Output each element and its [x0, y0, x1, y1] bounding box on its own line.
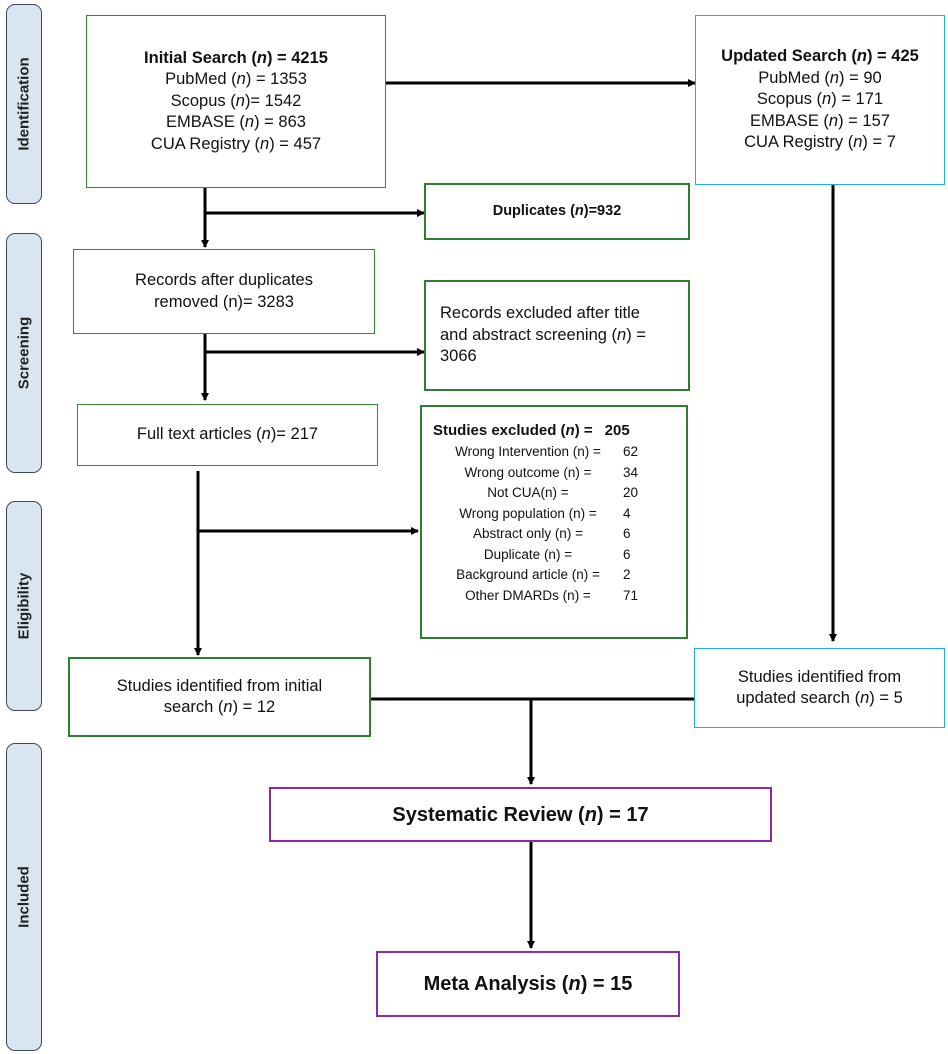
initial-search-item: CUA Registry (n) = 457 [150, 134, 322, 153]
full-text-text: Full text articles (n)= 217 [136, 425, 319, 444]
meta-analysis-box: Meta Analysis (n) = 15 [376, 951, 680, 1017]
identified-initial-line: search (n) = 12 [163, 698, 276, 716]
records-excluded-line: Records excluded after title [440, 304, 640, 323]
records-excluded-line: 3066 [440, 347, 477, 366]
identified-updated-box: Studies identified from updated search (… [694, 648, 945, 728]
initial-search-item: PubMed (n) = 1353 [165, 70, 307, 89]
stage-label: Eligibility [15, 572, 33, 640]
studies-excluded-box: Studies excluded (n) = 205 Wrong Interve… [420, 405, 688, 639]
duplicates-text: Duplicates (n)=932 [492, 203, 622, 220]
exclusion-reason: Background article (n) =2 [456, 567, 631, 582]
identified-initial-box: Studies identified from initial search (… [68, 657, 371, 737]
initial-search-item: Scopus (n)= 1542 [170, 91, 302, 110]
systematic-review-text: Systematic Review (n) = 17 [392, 803, 649, 826]
records-excluded-line: and abstract screening (n) = [440, 325, 646, 344]
exclusion-reason: Other DMARDs (n) =71 [465, 587, 639, 603]
stage-identification: Identification [6, 4, 42, 204]
updated-search-item: EMBASE (n) = 157 [750, 111, 890, 130]
exclusion-reason: Wrong Intervention (n) =62 [455, 444, 639, 459]
systematic-review-box: Systematic Review (n) = 17 [269, 787, 772, 842]
updated-search-title: Updated Search (n) = 425 [721, 47, 919, 66]
updated-search-item: PubMed (n) = 90 [758, 68, 882, 87]
updated-search-box: Updated Search (n) = 425 PubMed (n) = 90… [695, 15, 945, 185]
records-after-duplicates-line: Records after duplicates [135, 271, 313, 290]
stage-screening: Screening [6, 233, 42, 473]
initial-search-item: EMBASE (n) = 863 [166, 113, 306, 132]
stage-label: Screening [15, 316, 33, 390]
stage-label: Included [15, 866, 33, 928]
meta-analysis-text: Meta Analysis (n) = 15 [423, 973, 633, 995]
identified-updated-line: Studies identified from [737, 667, 902, 686]
exclusion-reason: Duplicate (n) =6 [483, 546, 631, 562]
updated-search-item: CUA Registry (n) = 7 [744, 133, 896, 152]
records-after-duplicates-box: Records after duplicates removed (n)= 32… [73, 249, 375, 334]
exclusion-reason: Wrong population (n) =4 [459, 505, 631, 521]
records-after-duplicates-line: removed (n)= 3283 [154, 292, 294, 311]
exclusion-reason: Wrong outcome (n) =34 [464, 464, 639, 480]
full-text-box: Full text articles (n)= 217 [77, 404, 378, 466]
identified-initial-line: Studies identified from initial [116, 676, 323, 695]
studies-excluded-title: Studies excluded (n) = 205 [433, 422, 630, 439]
duplicates-box: Duplicates (n)=932 [424, 183, 690, 240]
initial-search-box: Initial Search (n) = 4215 PubMed (n) = 1… [86, 15, 386, 188]
stage-included: Included [6, 743, 42, 1051]
exclusion-reason: Not CUA(n) =20 [487, 485, 639, 500]
stage-label: Identification [15, 57, 33, 151]
exclusion-reason: Abstract only (n) =6 [473, 526, 631, 541]
initial-search-title: Initial Search (n) = 4215 [144, 48, 328, 67]
records-excluded-title-box: Records excluded after title and abstrac… [424, 280, 690, 391]
identified-updated-line: updated search (n) = 5 [736, 689, 903, 707]
updated-search-item: Scopus (n) = 171 [756, 90, 884, 109]
stage-eligibility: Eligibility [6, 501, 42, 711]
